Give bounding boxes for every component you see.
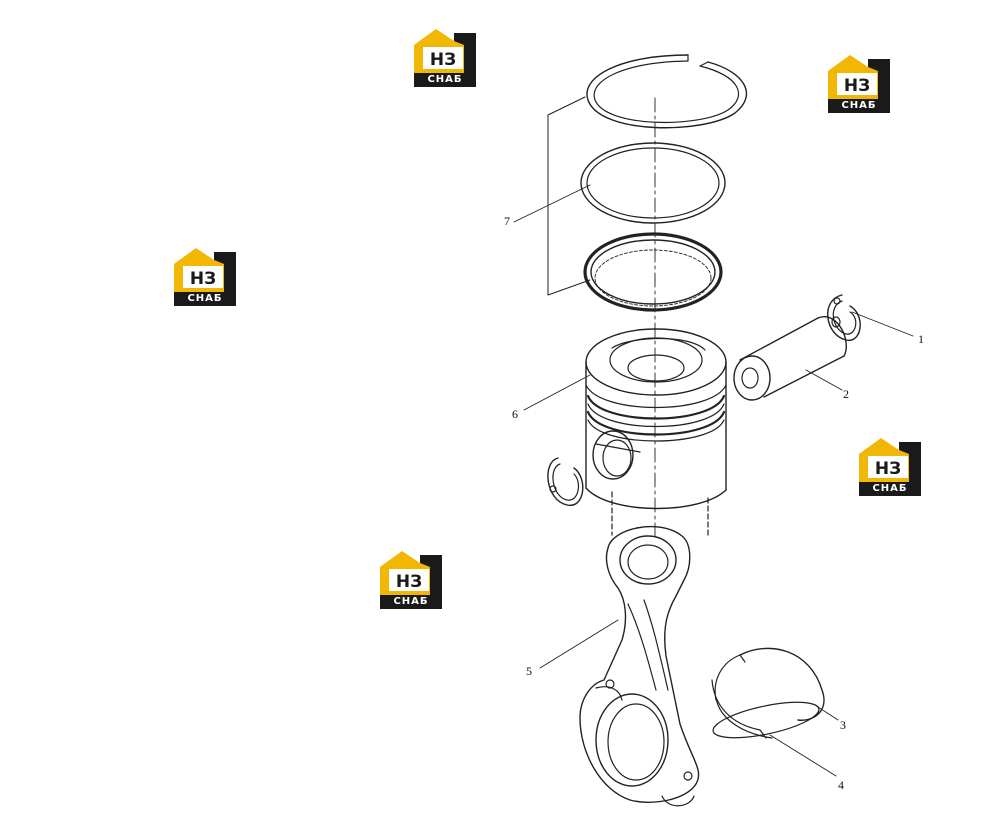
connecting-rod-bearing xyxy=(711,647,825,739)
callout-4: 4 xyxy=(838,778,844,792)
brand-logo-watermark: НЗ СНАБ xyxy=(174,248,236,306)
logo-letters: НЗ xyxy=(396,572,422,592)
leader-line-3 xyxy=(814,704,839,721)
logo-wordmark: СНАБ xyxy=(414,73,476,87)
connecting-rod xyxy=(579,525,700,807)
callout-1: 1 xyxy=(918,332,924,346)
callout-5: 5 xyxy=(526,664,532,678)
callout-7: 7 xyxy=(504,214,510,228)
callout-3: 3 xyxy=(840,718,846,732)
top-compression-ring xyxy=(586,54,748,129)
logo-letters: НЗ xyxy=(875,459,901,479)
ring-set-bracket xyxy=(547,96,591,296)
logo-wordmark: СНАБ xyxy=(380,595,442,609)
logo-letters: НЗ xyxy=(430,50,456,70)
oil-control-ring xyxy=(583,232,723,312)
logo-wordmark: СНАБ xyxy=(174,292,236,306)
leader-line-4 xyxy=(769,734,837,777)
leader-line-1 xyxy=(851,311,914,337)
piston-pin xyxy=(733,316,847,401)
snap-ring-left xyxy=(547,457,584,506)
callout-2: 2 xyxy=(843,387,849,401)
callout-6: 6 xyxy=(512,407,518,421)
second-compression-ring xyxy=(580,142,726,224)
leader-line-7 xyxy=(513,184,591,223)
logo-letters: НЗ xyxy=(190,269,216,289)
logo-letters: НЗ xyxy=(844,76,870,96)
brand-logo-watermark: НЗ СНАБ xyxy=(414,29,476,87)
piston xyxy=(585,328,727,536)
logo-wordmark: СНАБ xyxy=(828,99,890,113)
leader-line-6 xyxy=(523,374,591,411)
brand-logo-watermark: НЗ СНАБ xyxy=(859,438,921,496)
leader-line-2 xyxy=(805,369,843,391)
leader-line-5 xyxy=(539,619,619,669)
brand-logo-watermark: НЗ СНАБ xyxy=(828,55,890,113)
brand-logo-watermark: НЗ СНАБ xyxy=(380,551,442,609)
logo-wordmark: СНАБ xyxy=(859,482,921,496)
